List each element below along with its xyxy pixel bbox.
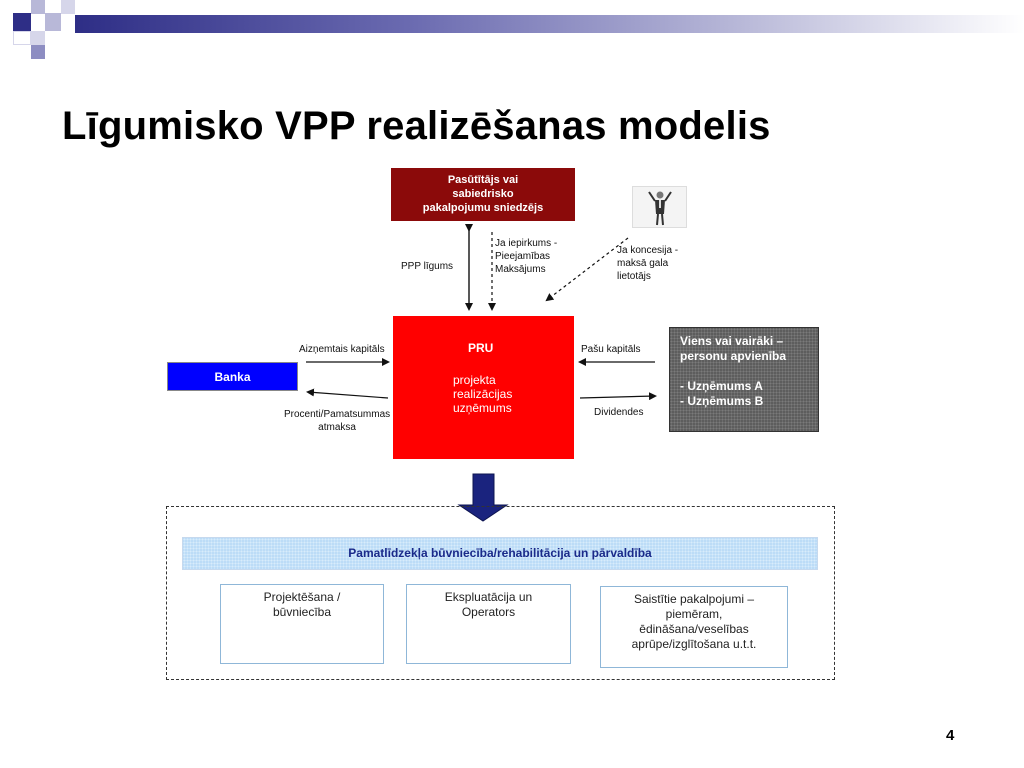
procurement-label: Ja iepirkums - Pieejamības Maksājums bbox=[495, 237, 557, 276]
sub-box-line: aprūpe/izglītošana u.t.t. bbox=[631, 637, 757, 651]
investors-line: personu apvienība bbox=[680, 349, 787, 363]
concession-label-line: Ja koncesija - bbox=[617, 245, 679, 256]
concession-label-line: maksā gala bbox=[617, 258, 669, 269]
decor-square bbox=[31, 31, 45, 45]
decorative-squares bbox=[0, 0, 80, 65]
concession-label-line: lietotājs bbox=[617, 271, 651, 282]
page-number: 4 bbox=[946, 727, 955, 744]
sub-box-line: Ekspluatācija un bbox=[444, 590, 533, 604]
ppp-contract-label: PPP līgums bbox=[401, 261, 454, 272]
asset-management-frame bbox=[166, 506, 835, 680]
design-build-box: Projektēšana / būvniecība bbox=[220, 584, 384, 664]
borrowed-capital-label: Aizņemtais kapitāls bbox=[299, 344, 385, 355]
repayment-label-line: Procenti/Pamatsummas bbox=[284, 409, 391, 420]
investors-line: Viens vai vairāki – bbox=[680, 334, 784, 348]
client-box-line: pakalpojumu sniedzējs bbox=[422, 202, 544, 214]
pru-box: PRU projekta realizācijas uzņēmums bbox=[393, 316, 574, 459]
client-box: Pasūtītājs vai sabiedrisko pakalpojumu s… bbox=[391, 168, 575, 221]
decor-square bbox=[61, 0, 75, 14]
repayment-label: Procenti/Pamatsummas atmaksa bbox=[284, 408, 390, 434]
investors-line: - Uzņēmums A bbox=[680, 379, 763, 393]
decor-square bbox=[31, 0, 45, 14]
down-arrow-icon bbox=[457, 473, 509, 522]
dividends-label: Dividendes bbox=[594, 407, 644, 418]
client-box-line: Pasūtītājs vai bbox=[447, 174, 519, 186]
procurement-label-line: Pieejamības bbox=[495, 251, 551, 262]
concession-label: Ja koncesija - maksā gala lietotājs bbox=[617, 244, 678, 283]
investors-line bbox=[680, 364, 818, 379]
bank-box: Banka bbox=[167, 362, 298, 391]
investors-line: - Uzņēmums B bbox=[680, 394, 764, 408]
pru-line: uzņēmums bbox=[453, 401, 512, 415]
end-user-payment-arrow bbox=[545, 237, 629, 302]
header-gradient-bar bbox=[75, 15, 1024, 33]
decor-square bbox=[13, 13, 31, 31]
related-services-box: Saistītie pakalpojumi – piemēram, ēdināš… bbox=[600, 586, 788, 668]
sub-box-line: piemēram, bbox=[665, 607, 723, 621]
repayment-label-line: atmaksa bbox=[318, 422, 356, 433]
operation-box: Ekspluatācija un Operators bbox=[406, 584, 571, 664]
pru-line: realizācijas bbox=[453, 387, 513, 401]
procurement-label-line: Maksājums bbox=[495, 264, 546, 275]
repayment-arrow bbox=[306, 388, 389, 399]
sub-box-line: Operators bbox=[461, 605, 516, 619]
sub-box-line: Projektēšana / bbox=[263, 590, 341, 604]
client-box-line: sabiedrisko bbox=[452, 188, 514, 200]
asset-band: Pamatlīdzekļa būvniecība/rehabilitācija … bbox=[182, 537, 818, 570]
pru-line: projekta bbox=[453, 373, 496, 387]
investors-box: Viens vai vairāki – personu apvienība - … bbox=[669, 327, 819, 432]
slide-title: Līgumisko VPP realizēšanas modelis bbox=[62, 104, 771, 148]
business-person-icon bbox=[632, 186, 687, 228]
sub-box-line: ēdināšana/veselības bbox=[639, 622, 749, 636]
sub-box-line: būvniecība bbox=[272, 605, 332, 619]
decor-square bbox=[45, 13, 61, 31]
dividends-arrow bbox=[579, 392, 657, 401]
decor-square bbox=[13, 31, 31, 45]
pru-heading: PRU bbox=[468, 341, 494, 355]
sub-box-line: Saistītie pakalpojumi – bbox=[633, 592, 755, 606]
pru-description: projekta realizācijas uzņēmums bbox=[453, 373, 512, 415]
decor-square bbox=[31, 45, 45, 59]
equity-label: Pašu kapitāls bbox=[581, 344, 641, 355]
procurement-label-line: Ja iepirkums - bbox=[495, 238, 558, 249]
